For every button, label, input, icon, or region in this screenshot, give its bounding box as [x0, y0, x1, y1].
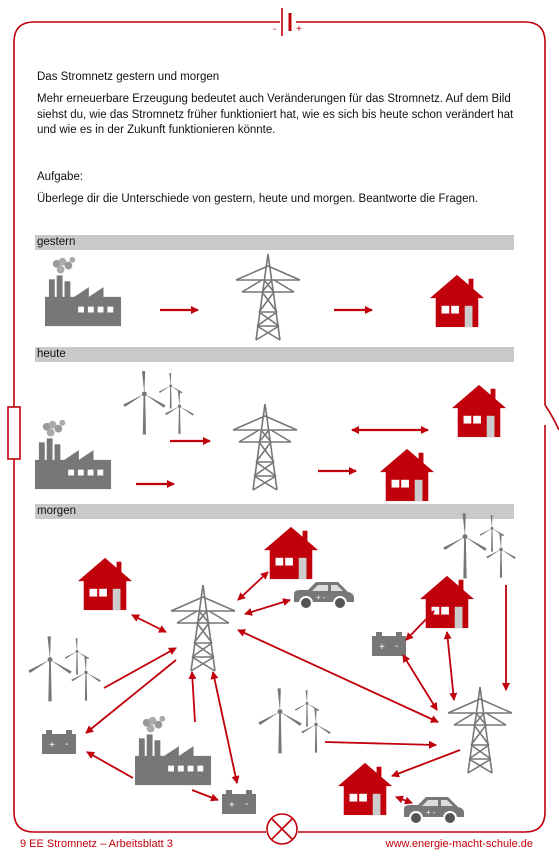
task-text: Überlege dir die Unterschiede von gester… [37, 193, 479, 205]
house-icon [451, 384, 507, 438]
factory-icon [135, 716, 212, 786]
section-bar-heute: heute [35, 347, 514, 362]
arrow [237, 571, 269, 601]
battery-plus: + [296, 24, 302, 35]
arrow [86, 751, 134, 779]
battery-icon [222, 790, 256, 814]
footer-link[interactable]: www.energie-macht-schule.de [385, 838, 533, 850]
section-bar-morgen: morgen [35, 504, 514, 519]
arrow [210, 671, 240, 784]
pylon-icon [447, 686, 513, 774]
arrow [395, 795, 413, 805]
arrow [131, 614, 167, 633]
page-title: Das Stromnetz gestern und morgen [37, 71, 220, 83]
arrow [188, 671, 197, 723]
arrow [191, 789, 219, 802]
arrow [391, 749, 461, 778]
arrow [103, 647, 177, 689]
house-icon [263, 526, 319, 580]
intro-paragraph: Mehr erneuerbare Erzeugung bedeutet auch… [37, 93, 514, 136]
arrow [237, 629, 439, 723]
wind-turbine-icon [443, 513, 515, 578]
arrow [443, 631, 458, 701]
house-icon [379, 448, 435, 502]
battery-icon [42, 730, 76, 754]
arrow [324, 740, 437, 749]
arrow [85, 659, 177, 734]
task-heading: Aufgabe: [37, 171, 84, 183]
wind-turbine-icon [123, 371, 194, 434]
factory-icon [45, 257, 122, 327]
house-icon [429, 274, 485, 328]
resistor-icon [7, 406, 21, 460]
pylon-icon [235, 253, 301, 341]
section-bar-gestern: gestern [35, 235, 514, 250]
lamp-icon [266, 813, 298, 845]
battery-symbol-icon: - + [273, 8, 302, 36]
battery-minus: - [273, 24, 276, 35]
arrow [244, 598, 291, 616]
arrow [402, 654, 438, 711]
pylon-icon [170, 584, 236, 672]
wind-turbine-icon [28, 636, 100, 701]
house-icon [77, 557, 133, 611]
footer-left: 9 EE Stromnetz – Arbeitsblatt 3 [20, 838, 173, 850]
factory-icon [35, 420, 112, 490]
car-icon [403, 796, 465, 825]
house-icon [419, 575, 475, 629]
battery-icon [372, 632, 406, 656]
wind-turbine-icon [258, 688, 330, 753]
house-icon [337, 762, 393, 816]
arrow [405, 610, 435, 641]
pylon-icon [232, 403, 298, 491]
car-icon [293, 581, 355, 610]
